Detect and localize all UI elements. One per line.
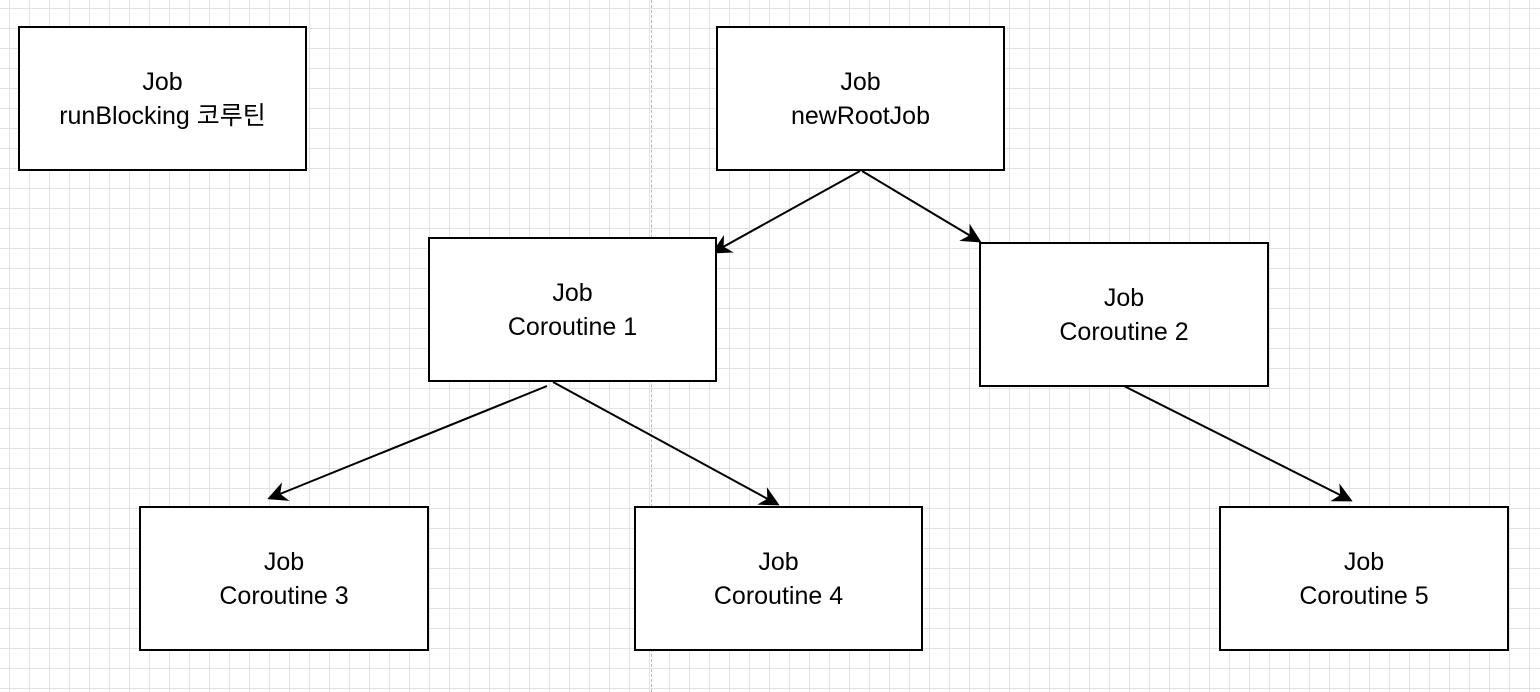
- edge-newrootjob-to-coroutine2: [861, 170, 982, 243]
- node-coroutine1-line2: Coroutine 1: [507, 312, 638, 341]
- node-coroutine5-line1: Job: [1343, 547, 1385, 576]
- node-coroutine2-line2: Coroutine 2: [1059, 317, 1189, 346]
- node-runblocking-line2: runBlocking 코루틴: [59, 101, 266, 130]
- node-newrootjob-line2: newRootJob: [791, 101, 930, 130]
- node-coroutine3-line2: Coroutine 3: [219, 581, 349, 610]
- node-coroutine4[interactable]: Job Coroutine 4: [634, 506, 923, 651]
- node-coroutine1[interactable]: Job Coroutine 1: [428, 237, 717, 382]
- edge-newrootjob-to-coroutine1: [711, 170, 861, 254]
- node-coroutine4-line1: Job: [758, 547, 799, 576]
- node-coroutine5-line2: Coroutine 5: [1299, 581, 1429, 610]
- edge-coroutine1-to-coroutine4: [552, 381, 780, 506]
- node-runblocking[interactable]: Job runBlocking 코루틴: [18, 26, 307, 171]
- edge-coroutine2-to-coroutine5: [1123, 385, 1353, 502]
- node-newrootjob-line1: Job: [840, 67, 881, 96]
- node-coroutine3-line1: Job: [263, 547, 305, 576]
- node-coroutine5[interactable]: Job Coroutine 5: [1219, 506, 1509, 651]
- node-coroutine1-line1: Job: [552, 278, 593, 307]
- node-coroutine2[interactable]: Job Coroutine 2: [979, 242, 1269, 387]
- node-coroutine2-line1: Job: [1103, 283, 1145, 312]
- node-coroutine3[interactable]: Job Coroutine 3: [139, 506, 429, 651]
- node-newrootjob[interactable]: Job newRootJob: [716, 26, 1005, 171]
- edge-coroutine1-to-coroutine3: [267, 385, 548, 501]
- node-coroutine4-line2: Coroutine 4: [713, 581, 844, 610]
- node-runblocking-line1: Job: [142, 67, 183, 96]
